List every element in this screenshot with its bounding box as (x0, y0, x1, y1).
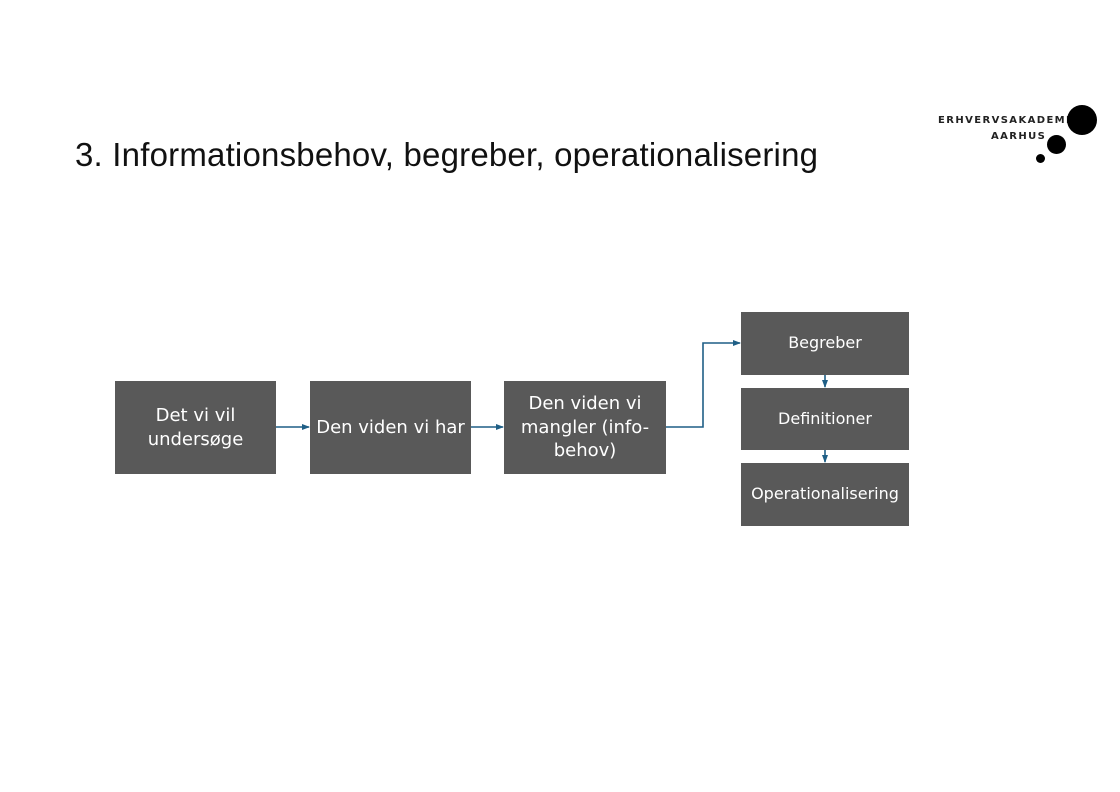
step-det-vi-vil-undersoege: Det vi vil undersøge (115, 381, 276, 474)
box-begreber: Begreber (741, 312, 909, 375)
logo-text-line1: ERHVERVSAKADEMI (938, 115, 1072, 126)
step-den-viden-vi-mangler: Den viden vi mangler (info-behov) (504, 381, 666, 474)
box-begreber-label: Begreber (788, 333, 862, 353)
erhvervsakademi-aarhus-logo: ERHVERVSAKADEMI AARHUS (930, 100, 1110, 170)
logo-dot-small (1036, 154, 1045, 163)
step-det-vi-vil-undersoege-label: Det vi vil undersøge (147, 405, 244, 450)
box-operationalisering-label: Operationalisering (751, 484, 899, 504)
step-den-viden-vi-har-label: Den viden vi har (316, 416, 465, 438)
slide-title: 3. Informationsbehov, begreber, operatio… (75, 136, 819, 173)
logo-text-line2: AARHUS (991, 131, 1047, 142)
logo-dot-medium (1047, 135, 1066, 154)
step-den-viden-vi-har: Den viden vi har (310, 381, 471, 474)
arrow-step3-to-begreber (666, 340, 741, 428)
step-den-viden-vi-mangler-label: Den viden vi mangler (info-behov) (520, 393, 650, 462)
box-definitioner: Definitioner (741, 388, 909, 450)
box-operationalisering: Operationalisering (741, 463, 909, 526)
box-definitioner-label: Definitioner (778, 408, 872, 428)
logo-dot-large (1067, 105, 1097, 135)
